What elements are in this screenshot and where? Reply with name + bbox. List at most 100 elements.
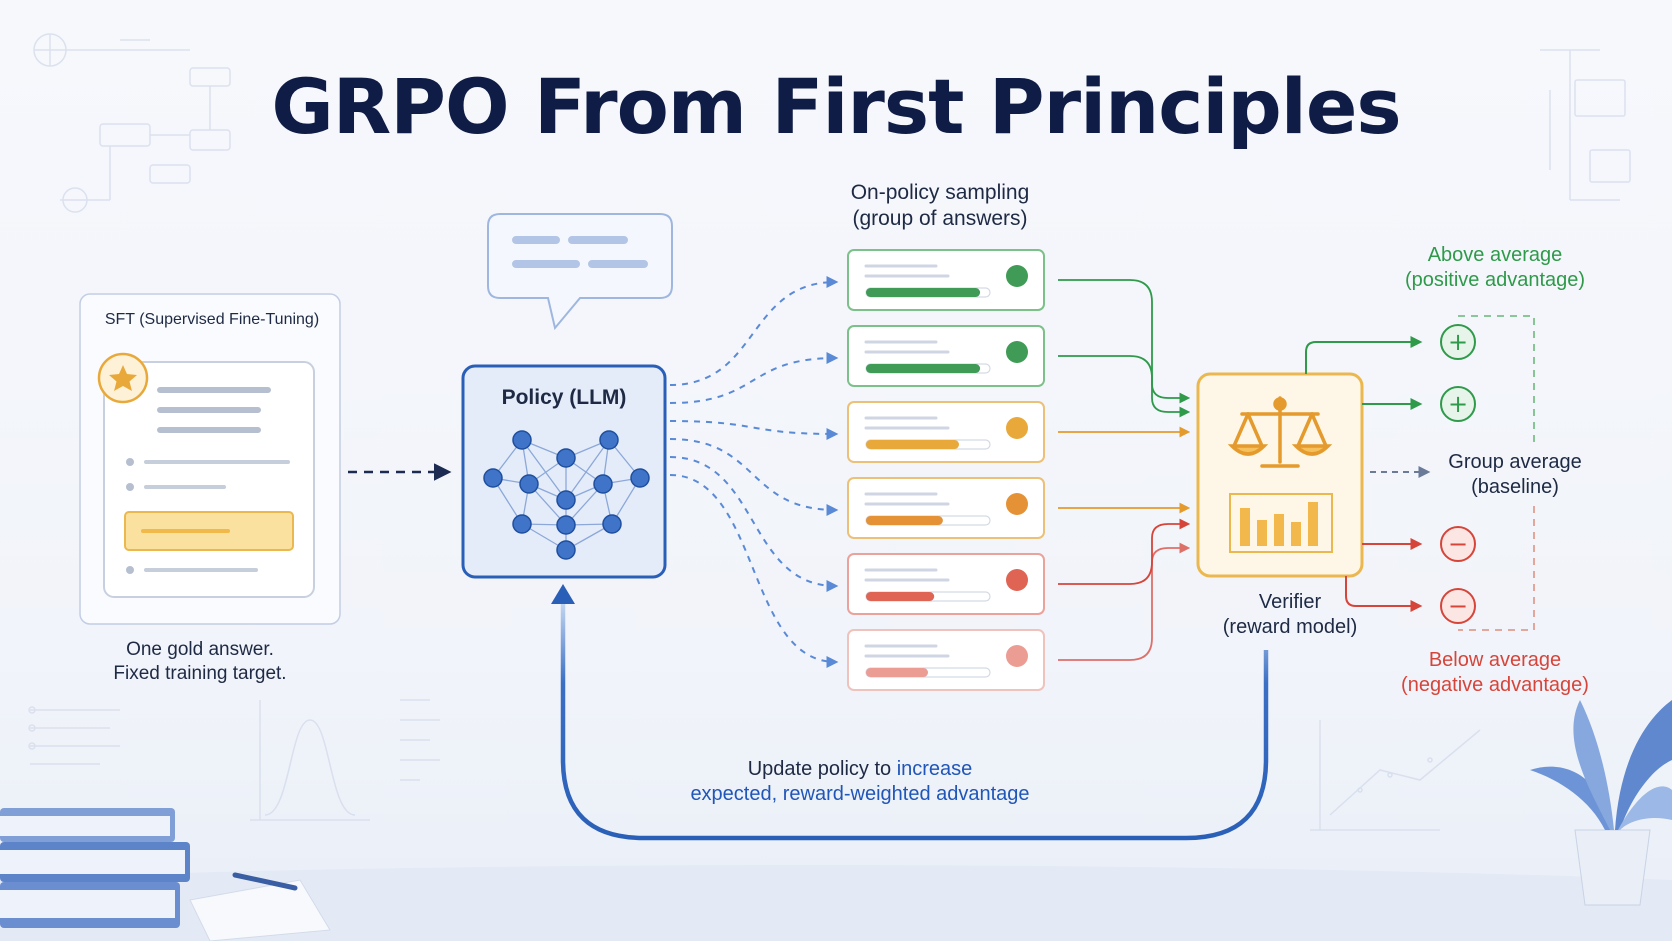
sampling-arrow xyxy=(669,474,839,668)
verifier-label: Verifier (reward model) xyxy=(1180,590,1400,640)
svg-text:+: + xyxy=(1448,328,1468,356)
sft-caption-line1: One gold answer. xyxy=(126,639,274,660)
sampling-arrow xyxy=(669,456,839,592)
answer-card xyxy=(847,629,1045,691)
answer-card xyxy=(847,249,1045,311)
network-node xyxy=(593,474,613,494)
sampling-arrow xyxy=(669,276,839,386)
score-fill xyxy=(866,364,981,373)
positive-arrow-top xyxy=(1305,336,1423,374)
score-fill xyxy=(866,516,943,525)
score-fill xyxy=(866,288,981,297)
update-arrowhead xyxy=(551,584,575,604)
group-average-line1: Group average xyxy=(1448,451,1582,473)
update-loop-arrow xyxy=(560,600,1269,841)
sampling-arrows xyxy=(669,276,839,668)
sampling-arrow xyxy=(669,420,839,440)
sampling-label: On-policy sampling (group of answers) xyxy=(790,180,1090,233)
sft-caption-line2: Fixed training target. xyxy=(113,662,287,684)
sft-panel xyxy=(79,293,341,625)
network-node xyxy=(483,468,503,488)
network-node xyxy=(630,468,650,488)
verifier-box xyxy=(1196,372,1364,578)
update-line1-highlight: increase xyxy=(896,758,973,780)
plus-icon: + xyxy=(1440,386,1476,422)
books-illustration xyxy=(0,808,331,941)
network-node xyxy=(512,514,532,534)
below-average-label: Below average (negative advantage) xyxy=(1360,648,1630,698)
sampling-label-line2: (group of answers) xyxy=(852,207,1028,231)
answer-to-verifier-arrows xyxy=(1058,279,1191,661)
star-badge-icon xyxy=(97,352,149,404)
quality-dot xyxy=(1006,341,1028,363)
bar-chart-icon xyxy=(1229,493,1333,553)
update-policy-label: Update policy to increase expected, rewa… xyxy=(640,757,1080,807)
network-node xyxy=(556,490,576,510)
above-average-line1: Above average xyxy=(1427,244,1563,266)
minus-icon: − xyxy=(1440,588,1476,624)
score-fill xyxy=(866,668,928,677)
quality-dot xyxy=(1006,493,1028,515)
network-node xyxy=(512,430,532,450)
above-average-line2: (positive advantage) xyxy=(1404,269,1586,291)
text-line xyxy=(864,568,950,582)
network-node xyxy=(599,430,619,450)
text-line xyxy=(864,644,950,658)
network-node xyxy=(556,540,576,560)
text-line xyxy=(864,264,950,278)
answer-card xyxy=(847,477,1045,539)
svg-text:+: + xyxy=(1448,390,1468,418)
network-node xyxy=(519,474,539,494)
below-average-line2: (negative advantage) xyxy=(1401,674,1589,696)
quality-dot xyxy=(1006,569,1028,591)
score-fill xyxy=(866,440,959,449)
group-average-label: Group average (baseline) xyxy=(1400,450,1630,500)
quality-dot xyxy=(1006,417,1028,439)
policy-box xyxy=(461,364,667,579)
to-verifier-arrow xyxy=(1058,279,1191,404)
sft-label: SFT (Supervised Fine-Tuning) xyxy=(104,311,320,328)
to-verifier-arrow xyxy=(1058,542,1191,661)
network-node xyxy=(556,448,576,468)
answer-card xyxy=(847,553,1045,615)
answer-card xyxy=(847,325,1045,387)
network-node xyxy=(556,515,576,535)
text-line xyxy=(864,492,950,506)
neural-network-icon xyxy=(492,439,641,551)
policy-label: Policy (LLM) xyxy=(501,386,627,409)
plus-icon: + xyxy=(1440,324,1476,360)
update-line1-prefix: Update policy to xyxy=(747,758,897,780)
sampling-label-line1: On-policy sampling xyxy=(850,181,1030,204)
page-title: GRPO From First Principles xyxy=(271,62,1401,151)
svg-text:−: − xyxy=(1448,530,1468,558)
above-average-label: Above average (positive advantage) xyxy=(1360,243,1630,293)
text-line xyxy=(864,416,950,430)
verifier-label-line2: (reward model) xyxy=(1222,616,1358,638)
quality-dot xyxy=(1006,645,1028,667)
minus-icon: − xyxy=(1440,526,1476,562)
to-verifier-arrow xyxy=(1058,355,1191,418)
speech-bubble-icon xyxy=(487,213,673,331)
text-line xyxy=(864,340,950,354)
sft-caption: One gold answer. Fixed training target. xyxy=(60,638,340,686)
sampling-arrow xyxy=(669,352,839,404)
below-average-line1: Below average xyxy=(1428,649,1562,671)
update-line1: Update policy to increase xyxy=(640,757,1080,782)
sampling-arrow xyxy=(669,438,839,516)
svg-text:−: − xyxy=(1448,592,1468,620)
network-node xyxy=(602,514,622,534)
verifier-label-line1: Verifier xyxy=(1258,591,1322,613)
neural-network-nodes xyxy=(483,430,650,560)
sample-answers xyxy=(847,249,1045,691)
score-fill xyxy=(866,592,935,601)
scales-icon xyxy=(1227,396,1333,468)
negative-arrow-second xyxy=(1345,576,1423,612)
quality-dot xyxy=(1006,265,1028,287)
to-verifier-arrow xyxy=(1058,518,1191,585)
plant-illustration xyxy=(1530,700,1672,906)
answer-card xyxy=(847,401,1045,463)
group-average-line2: (baseline) xyxy=(1471,476,1559,498)
